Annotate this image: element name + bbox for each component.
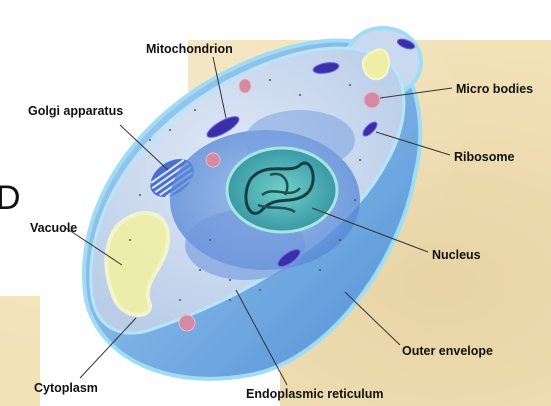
label-outer-envelope: Outer envelope <box>402 344 493 358</box>
label-golgi-apparatus: Golgi apparatus <box>28 104 123 118</box>
label-micro-bodies: Micro bodies <box>456 82 533 96</box>
label-cytoplasm: Cytoplasm <box>34 381 98 395</box>
label-ribosome: Ribosome <box>454 150 514 164</box>
label-vacuole: Vacuole <box>30 221 77 235</box>
label-nucleus: Nucleus <box>432 248 481 262</box>
label-mitochondrion: Mitochondrion <box>146 42 233 56</box>
label-endoplasmic-reticulum: Endoplasmic reticulum <box>246 387 384 401</box>
nucleus-shape <box>227 148 337 232</box>
